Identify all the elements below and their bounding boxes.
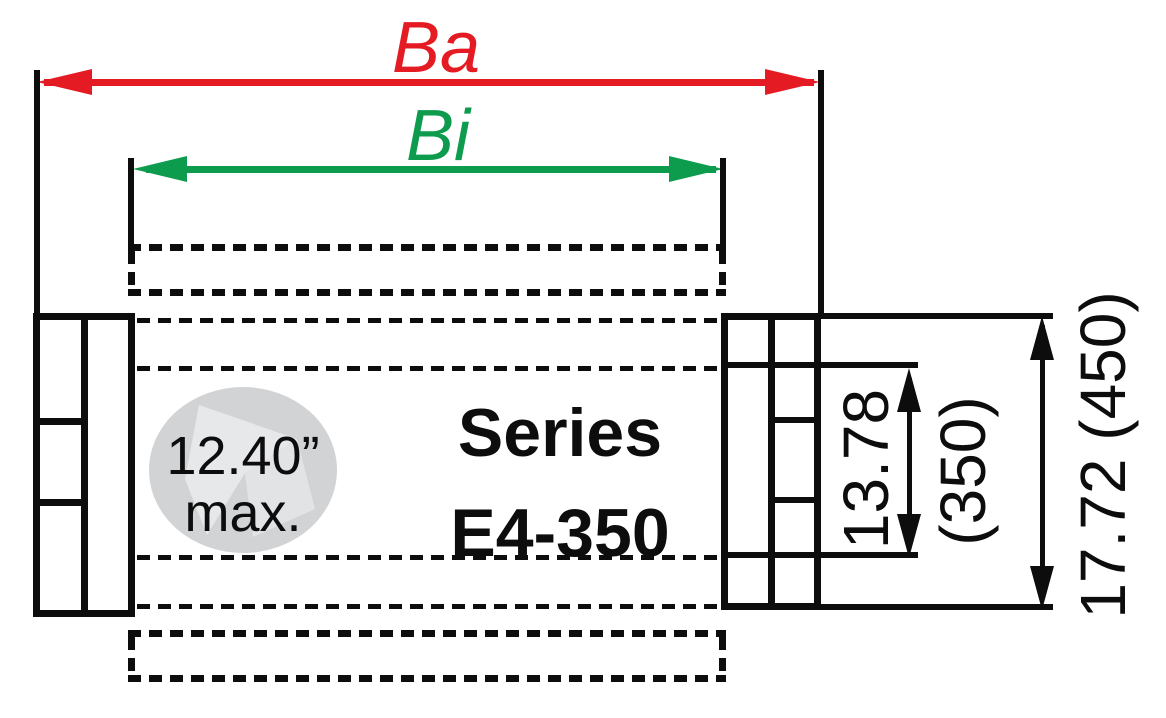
left-bracket-cell-divider-1: [33, 418, 88, 425]
arrowhead-up-outer-height: [1030, 316, 1054, 360]
chain-outer-bottom-edge: [137, 604, 722, 609]
inner-height-inch-text: 13.78: [830, 388, 902, 550]
arrowhead-left-green: [133, 156, 187, 182]
series-label: Series: [457, 395, 663, 471]
extension-line-left-inner: [128, 158, 134, 246]
extension-line-inner-height-top: [821, 362, 918, 368]
arrowhead-left-red: [37, 69, 92, 95]
bend-radius-note-circle: 12.40” max.: [149, 387, 337, 553]
inner-height-dimension-line: [907, 378, 912, 542]
right-bracket-vertical-divider: [768, 313, 775, 610]
watermark-arrow-icon: [185, 405, 315, 537]
extension-line-right-outer: [818, 70, 824, 318]
chain-inner-bottom-edge: [137, 555, 722, 560]
outer-height-dimension-line: [1040, 325, 1045, 595]
chain-bottom-link-left-edge: [128, 637, 135, 675]
bend-radius-max-label: max.: [184, 483, 302, 544]
arrowhead-up-inner-height: [897, 368, 921, 412]
chain-top-link-right-edge: [719, 251, 726, 289]
series-number: E4-350: [450, 495, 670, 571]
right-bracket-cell-divider-2: [775, 497, 821, 503]
inner-width-dimension-line: [146, 166, 716, 173]
left-bracket-cell-divider-2: [33, 499, 88, 506]
outer-height-text: 17.72 (450): [1067, 291, 1139, 619]
chain-top-link-upper-edge: [128, 244, 726, 251]
arrowhead-down-inner-height: [897, 514, 921, 558]
extension-line-right-inner: [720, 158, 726, 246]
inner-height-mm-text: (350): [927, 396, 999, 546]
chain-top-link-left-edge: [128, 251, 135, 289]
inner-width-label: Bi: [405, 96, 471, 176]
chain-bottom-link-lower-edge: [128, 675, 726, 682]
outer-width-label: Ba: [391, 8, 481, 88]
extension-line-left-outer: [34, 70, 40, 318]
arrowhead-down-outer-height: [1030, 566, 1054, 610]
chain-outer-top-edge: [137, 318, 722, 323]
extension-line-inner-height-bottom: [821, 552, 918, 558]
arrowhead-right-red: [765, 69, 820, 95]
outer-width-dimension-line: [44, 79, 814, 86]
extension-line-outer-height-bottom: [821, 604, 1053, 610]
arrowhead-right-green: [669, 156, 723, 182]
left-bracket-vertical-divider: [81, 313, 88, 617]
chain-bottom-link-right-edge: [719, 637, 726, 675]
chain-bottom-link-upper-edge: [128, 630, 726, 637]
chain-inner-top-edge: [137, 366, 722, 371]
extension-line-outer-height-top: [821, 313, 1053, 319]
right-bracket-full-divider-bottom: [721, 552, 821, 558]
right-bracket-cell-divider-1: [775, 417, 821, 423]
bend-radius-note-text: 12.40” max.: [149, 426, 337, 544]
chain-top-link-lower-edge: [128, 289, 726, 296]
right-bracket-full-divider-top: [721, 362, 821, 368]
bend-radius-value: 12.40”: [166, 426, 320, 486]
